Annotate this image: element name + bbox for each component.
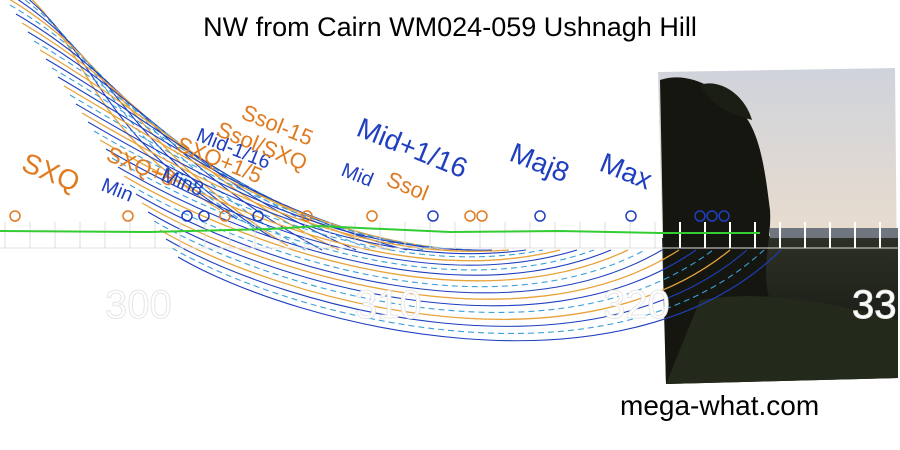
rise-marker — [464, 210, 476, 222]
rise-curve — [177, 249, 782, 342]
rise-curve — [117, 166, 612, 276]
curve-label: SXQ — [18, 147, 84, 198]
rise-curve — [87, 121, 527, 255]
rise-curve — [135, 193, 663, 294]
rise-marker — [219, 210, 231, 222]
rise-marker — [9, 210, 21, 222]
azimuth-label-330: 33 — [852, 283, 897, 327]
rise-curve — [63, 85, 459, 251]
rise-marker — [122, 210, 134, 222]
rise-curve — [111, 157, 595, 271]
rise-marker — [252, 210, 264, 222]
rise-marker — [694, 210, 706, 222]
rise-curve — [93, 130, 544, 258]
curve-label: Max — [596, 147, 657, 196]
rise-marker — [366, 210, 378, 222]
site-credit: mega-what.com — [620, 390, 820, 421]
rise-curves — [9, 0, 782, 342]
rise-curve — [123, 175, 629, 282]
rise-marker — [706, 210, 718, 222]
tree-crown — [700, 83, 752, 120]
rise-curve — [75, 103, 493, 251]
curve-label: Ssol — [383, 166, 432, 205]
rise-curve — [105, 148, 578, 266]
rise-marker — [427, 210, 439, 222]
rise-curve — [147, 211, 697, 307]
rise-marker — [181, 210, 193, 222]
rise-curve — [81, 112, 510, 252]
curve-label: Mid — [338, 159, 376, 191]
rise-curve — [171, 247, 765, 335]
azimuth-label-320: 320 — [603, 283, 670, 327]
rise-curve — [153, 220, 714, 313]
rise-marker — [301, 210, 313, 222]
azimuth-ticks — [0, 222, 900, 249]
photo-foreground-bushes — [666, 296, 898, 384]
azimuth-label-300: 300 — [105, 283, 172, 327]
rise-curve — [28, 0, 238, 220]
horizon-profile-line — [0, 224, 760, 234]
rise-curve — [33, 40, 374, 251]
curve-label: Maj8 — [506, 137, 574, 188]
rise-markers — [9, 210, 730, 222]
curve-label: Min8 — [158, 164, 206, 201]
rise-marker — [198, 210, 210, 222]
rise-curve — [24, 0, 255, 229]
diagram-title: NW from Cairn WM024-059 Ushnagh Hill — [203, 12, 697, 42]
rise-curve — [17, 0, 272, 238]
rise-marker — [534, 210, 546, 222]
rise-curve — [165, 238, 748, 327]
rise-curve — [51, 67, 425, 251]
photo-distant-hills — [770, 228, 898, 238]
rise-curve — [69, 94, 476, 251]
rise-curve — [159, 229, 731, 320]
azimuth-label-310: 310 — [355, 283, 422, 327]
rise-curve — [99, 139, 561, 262]
rise-marker — [625, 210, 637, 222]
rise-marker — [476, 210, 488, 222]
rise-curve — [129, 184, 646, 288]
rise-marker — [718, 210, 730, 222]
landscape-photo — [658, 68, 898, 384]
rise-curve — [141, 202, 680, 300]
